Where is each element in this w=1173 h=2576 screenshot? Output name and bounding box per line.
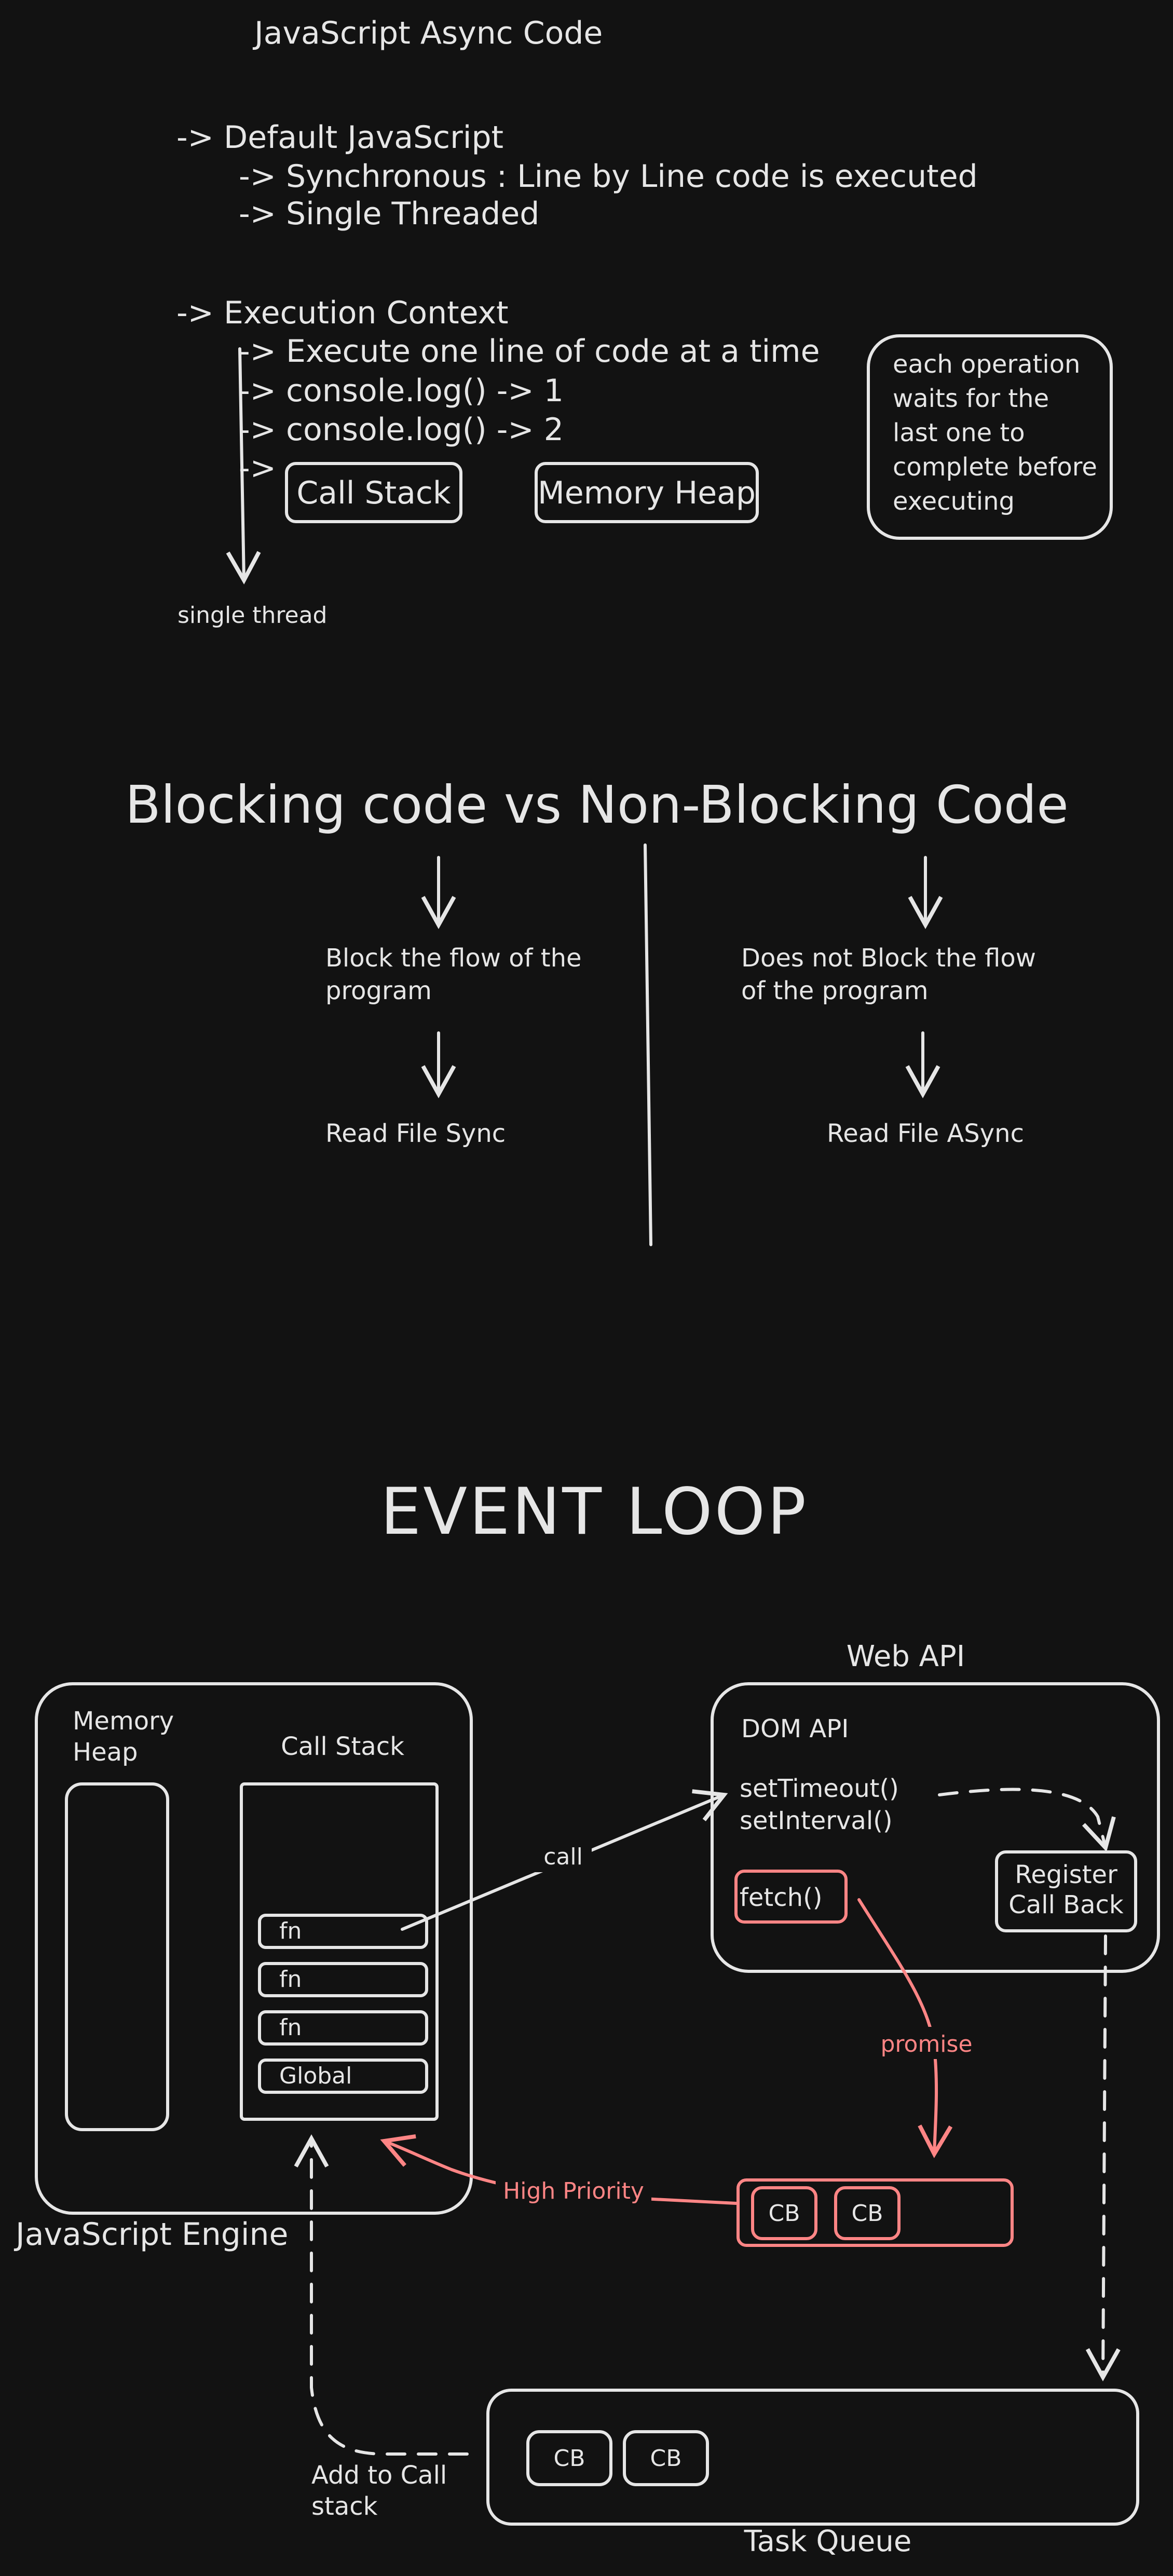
microtask-cb-1	[751, 2186, 817, 2240]
stack-frame-2	[258, 1962, 428, 1997]
blocking-desc-line-1: Block the flow of the	[325, 944, 582, 973]
memory-heap-label-1: Memory	[73, 1707, 174, 1736]
add-to-call-label-2: stack	[311, 2492, 378, 2521]
single-thread-arrow	[226, 347, 261, 585]
set-interval-label: setInterval()	[740, 1806, 893, 1835]
note-line-3: last one to	[893, 418, 1025, 447]
register-callback-box	[995, 1850, 1137, 1932]
memory-heap-label-2: Heap	[73, 1738, 138, 1767]
event-loop-title: EVENT LOOP	[380, 1475, 808, 1549]
page-title: JavaScript Async Code	[252, 15, 603, 51]
memory-heap-area	[65, 1782, 169, 2131]
arrow-item: ->	[239, 450, 276, 486]
task-queue-arrow	[1085, 1934, 1121, 2382]
js-engine-box	[35, 1682, 473, 2215]
stack-frame-global-label: Global	[279, 2063, 352, 2089]
add-to-call-arrow	[294, 2134, 469, 2456]
call-label-bg	[535, 1840, 592, 1872]
memory-heap-box-label: Memory Heap	[538, 475, 756, 511]
execution-context-heading: -> Execution Context	[176, 295, 509, 331]
high-priority-label-bg	[496, 2172, 651, 2204]
task-cb-1	[526, 2430, 612, 2486]
task-queue-label: Task Queue	[744, 2525, 912, 2558]
stack-frame-1	[258, 1914, 428, 1949]
fetch-box	[734, 1870, 848, 1924]
microtask-cb-2	[834, 2186, 901, 2240]
note-line-1: each operation	[893, 350, 1080, 379]
register-arrow	[938, 1788, 1116, 1852]
single-thread-label: single thread	[178, 602, 327, 629]
microtask-cb-2-label: CB	[852, 2200, 883, 2227]
non-blocking-desc-line-1: Does not Block the flow	[741, 944, 1036, 973]
synchronous-item: -> Synchronous : Line by Line code is ex…	[239, 158, 978, 195]
note-line-2: waits for the	[893, 384, 1049, 413]
stack-frame-2-label: fn	[279, 1966, 302, 1993]
note-box	[867, 334, 1113, 540]
register-label-1: Register	[1015, 1860, 1117, 1889]
register-label-2: Call Back	[1008, 1890, 1124, 1919]
call-stack-box-label: Call Stack	[296, 475, 451, 511]
blocking-desc-line-2: program	[325, 976, 432, 1005]
web-api-label: Web API	[847, 1640, 965, 1673]
task-cb-1-label: CB	[554, 2445, 585, 2472]
stack-frame-3	[258, 2010, 428, 2046]
call-stack-area	[240, 1782, 439, 2121]
call-stack-label: Call Stack	[281, 1732, 404, 1761]
non-blocking-desc-line-2: of the program	[741, 976, 928, 1005]
single-threaded-item: -> Single Threaded	[239, 196, 539, 232]
web-api-box	[711, 1682, 1160, 1973]
high-priority-label: High Priority	[503, 2178, 644, 2204]
promise-label: promise	[880, 2031, 972, 2057]
memory-heap-box	[535, 462, 759, 523]
note-line-4: complete before	[893, 453, 1097, 482]
add-to-call-label-1: Add to Call	[311, 2461, 447, 2490]
task-cb-2-label: CB	[650, 2445, 682, 2472]
microtask-cb-1-label: CB	[769, 2200, 800, 2227]
blocking-divider	[644, 843, 652, 1246]
blocking-title: Blocking code vs Non-Blocking Code	[125, 774, 1069, 835]
read-file-async: Read File ASync	[827, 1119, 1024, 1148]
execute-line-item: -> Execute one line of code at a time	[239, 333, 820, 370]
call-stack-box	[285, 462, 462, 523]
console-log-1-item: -> console.log() -> 1	[239, 373, 564, 409]
call-label: call	[543, 1844, 583, 1870]
set-timeout-label: setTimeout()	[740, 1774, 899, 1803]
js-engine-label: JavaScript Engine	[13, 2216, 288, 2253]
stack-frame-global	[258, 2059, 428, 2094]
dom-api-label: DOM API	[741, 1714, 849, 1743]
promise-label-bg	[877, 2027, 981, 2059]
task-cb-2	[623, 2430, 709, 2486]
stack-frame-1-label: fn	[279, 1918, 302, 1944]
fetch-label: fetch()	[740, 1883, 823, 1912]
read-file-sync: Read File Sync	[325, 1119, 506, 1148]
note-line-5: executing	[893, 487, 1015, 516]
microtask-queue-box	[736, 2178, 1014, 2247]
task-queue-box	[486, 2389, 1139, 2526]
console-log-2-item: -> console.log() -> 2	[239, 412, 564, 448]
stack-frame-3-label: fn	[279, 2014, 302, 2041]
default-js-heading: -> Default JavaScript	[176, 119, 503, 156]
